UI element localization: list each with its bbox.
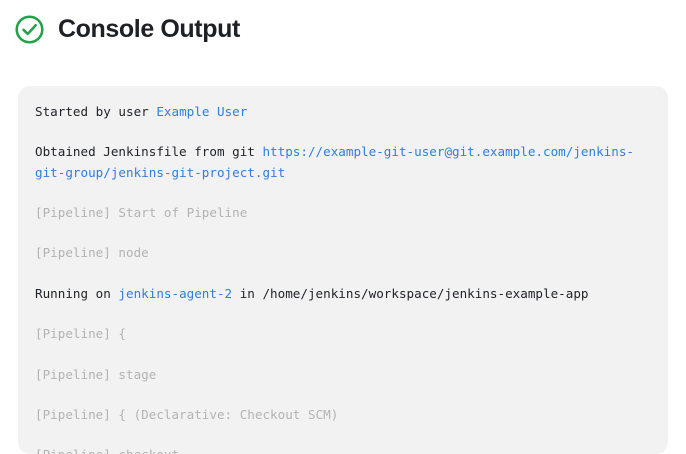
- console-log-line: [Pipeline] Start of Pipeline: [35, 203, 652, 223]
- console-log-link[interactable]: Example User: [156, 104, 248, 119]
- page-header: Console Output: [0, 0, 686, 46]
- console-log-segment: [Pipeline] node: [35, 245, 149, 261]
- console-log-segment: [Pipeline] checkout: [35, 447, 179, 454]
- console-log-segment: [Pipeline] { (Declarative: Checkout SCM): [35, 407, 339, 423]
- console-log-link[interactable]: https://example-git-user@git.example.com…: [35, 144, 634, 180]
- console-log-segment: [Pipeline] stage: [35, 366, 157, 382]
- console-log-line: Obtained Jenkinsfile from git https://ex…: [35, 142, 652, 182]
- page-title: Console Output: [58, 14, 240, 43]
- console-log-line: [Pipeline] node: [35, 243, 652, 263]
- console-log-line: [Pipeline] checkout: [35, 445, 652, 454]
- console-log-segment: Started by user: [35, 104, 157, 119]
- console-log-segment: in /home/jenkins/workspace/jenkins-examp…: [232, 285, 589, 301]
- console-log-text: Started by user Example User Obtained Je…: [35, 102, 652, 454]
- console-log-line: Running on jenkins-agent-2 in /home/jenk…: [35, 284, 652, 304]
- console-log-line: [Pipeline] {: [35, 324, 652, 344]
- console-log-line: [Pipeline] { (Declarative: Checkout SCM): [35, 405, 652, 425]
- console-log-line: Started by user Example User: [35, 102, 652, 122]
- console-log-segment: [Pipeline] Start of Pipeline: [35, 205, 248, 221]
- check-circle-icon: [15, 14, 44, 44]
- console-log-segment: Obtained Jenkinsfile from git: [35, 144, 263, 160]
- console-log-line: [Pipeline] stage: [35, 365, 652, 385]
- console-log-link[interactable]: jenkins-agent-2: [118, 285, 233, 301]
- console-log-segment: [Pipeline] {: [35, 326, 126, 342]
- build-status-icon-wrapper: [14, 14, 45, 45]
- console-output-card[interactable]: Started by user Example User Obtained Je…: [18, 86, 668, 454]
- console-log-segment: Running on: [35, 285, 119, 301]
